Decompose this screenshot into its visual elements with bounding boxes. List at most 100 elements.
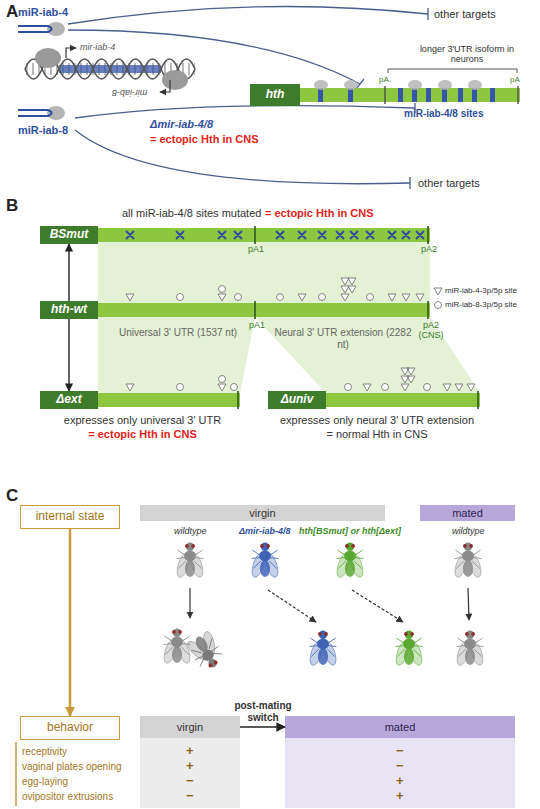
utr-bar-part <box>98 228 430 242</box>
utr-bar-part <box>98 393 240 407</box>
fly-illustration <box>162 543 486 675</box>
condition-band: mated <box>420 505 515 521</box>
score-mark: − <box>186 789 194 804</box>
table-column <box>16 738 515 808</box>
edge-label: post-mating switch <box>227 700 299 723</box>
text-label: pA1 <box>249 320 265 330</box>
text-label: mir-iab-4 <box>80 42 115 52</box>
text-label: egg-laying <box>22 776 68 788</box>
utr-shading-part <box>98 317 255 393</box>
utr-bar <box>98 228 480 407</box>
mir-iab-8-site-part <box>177 294 184 301</box>
node-text: BSmut <box>50 228 89 241</box>
text-label: miR-iab-4/8 sites <box>404 108 483 120</box>
text-label: pA2 <box>421 244 437 254</box>
text-label: ovipositor extrusions <box>22 791 113 803</box>
gene-box: hth-wt <box>40 301 98 319</box>
utr-bar-part <box>388 69 517 73</box>
dna-locus-part <box>66 48 76 58</box>
table-column-part <box>15 742 17 806</box>
fly-arrow-part <box>352 590 403 622</box>
text-label: other targets <box>434 8 496 21</box>
table-column-part <box>140 738 240 808</box>
fly-arrow-part <box>468 588 469 620</box>
score-mark: + <box>186 744 194 759</box>
text-label: Neural 3' UTR extension (2282 nt) <box>268 327 418 350</box>
utr-bar <box>300 69 520 104</box>
mir-iab-4-site-part <box>126 368 475 391</box>
gene-box: Δuniv <box>268 391 326 409</box>
gene-box: hth <box>250 84 300 106</box>
connector-arrow <box>240 726 285 728</box>
mir-iab-4-site-part <box>126 278 424 301</box>
fly-illustration-part <box>183 628 228 675</box>
utr-bar-part <box>348 88 353 102</box>
mir-iab-8-site-part <box>177 384 184 391</box>
utr-bar-part <box>438 80 452 90</box>
utr-shading-part <box>255 317 480 393</box>
mir-iab-8-site-part <box>219 376 226 383</box>
text-label: expresses only universal 3' UTR <box>30 414 255 427</box>
state-box: behavior <box>20 716 120 740</box>
node-text: internal state <box>36 510 105 523</box>
node-text: virgin <box>177 721 203 733</box>
connector-arrow <box>69 529 72 716</box>
mir-iab-8-site-part <box>231 384 238 391</box>
dna-locus-part <box>162 70 188 90</box>
repression-line-part <box>68 6 428 24</box>
mir-iab-8-site-part <box>435 302 442 309</box>
utr-bar-part <box>98 303 430 317</box>
score-mark: + <box>396 789 404 804</box>
panel-letter: B <box>6 196 18 216</box>
panel-letter: C <box>6 486 18 506</box>
mutated-site <box>126 231 424 239</box>
utr-bar-part <box>318 88 323 102</box>
utr-bar-part <box>426 88 431 102</box>
text-label: = ectopic Hth in CNS <box>265 207 374 220</box>
node-text: virgin <box>249 507 275 519</box>
text-label: miR-iab-4 <box>18 6 68 19</box>
table-header: virgin <box>140 716 240 738</box>
table-header: mated <box>285 716 515 738</box>
mir-iab-8-site-part <box>345 384 352 391</box>
text-label: miR-iab-8 <box>18 124 68 137</box>
mirna-hairpin-part <box>18 110 52 116</box>
text-label: wildtype <box>452 526 485 536</box>
text-label: wildtype <box>174 526 207 536</box>
text-label: pA1 <box>248 244 264 254</box>
mirna-hairpin-part <box>18 26 52 32</box>
node-text: Δext <box>56 393 81 406</box>
mirna-hairpin-part <box>47 106 65 120</box>
text-label: = ectopic Hth in CNS <box>30 428 255 441</box>
polya-tick-part <box>427 226 429 244</box>
fly-illustration-part <box>453 543 484 579</box>
fly-illustration-part <box>455 631 486 667</box>
repression-line-part <box>75 106 415 118</box>
state-box: internal state <box>20 505 120 529</box>
mirna-hairpin <box>18 22 65 120</box>
fly-illustration-part <box>162 629 193 665</box>
text-label: other targets <box>418 177 480 190</box>
utr-bar-part <box>442 88 447 102</box>
utr-bar-part <box>398 88 403 102</box>
dna-locus-part <box>35 48 61 68</box>
fly-illustration-part <box>394 631 425 667</box>
repression-line-part <box>68 30 360 84</box>
table-column-part <box>285 738 515 808</box>
mir-iab-8-site-part <box>277 294 284 301</box>
polya-tick-part <box>254 301 256 319</box>
node-text: hth-wt <box>51 303 87 316</box>
gene-box: BSmut <box>40 226 98 244</box>
mir-iab-8-site-part <box>382 384 389 391</box>
utr-bar-part <box>408 80 422 90</box>
node-text: Δuniv <box>281 393 314 406</box>
fly-illustration-part <box>308 631 339 667</box>
utr-bar-part <box>517 86 519 104</box>
mir-iab-8-site-part <box>235 294 242 301</box>
text-label: pA2 (CNS) <box>414 320 448 341</box>
node-text: hth <box>266 88 285 101</box>
text-label: receptivity <box>22 746 67 758</box>
legend-text: miR-iab-8-3p/5p site <box>445 300 517 309</box>
text-label: Universal 3' UTR (1537 nt) <box>108 327 248 339</box>
